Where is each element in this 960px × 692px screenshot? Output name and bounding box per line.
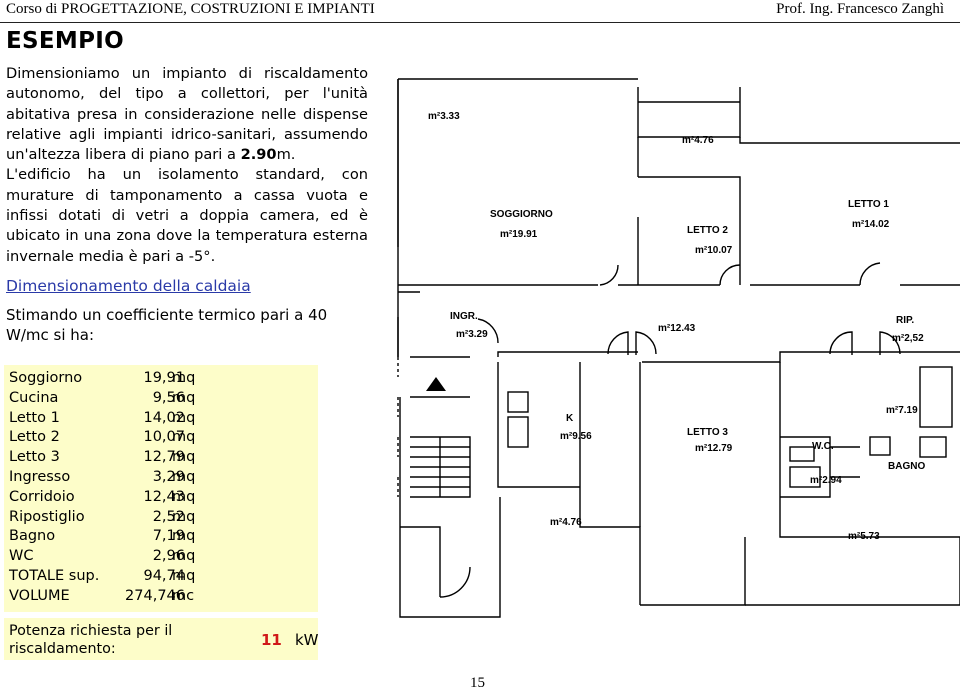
plan-balcony-2: m²5.73: [848, 531, 880, 542]
room-value: 14,02: [143, 409, 185, 426]
room-value: 2,52: [152, 508, 185, 525]
room-unit: mq: [172, 528, 196, 545]
room-name: TOTALE sup.: [9, 568, 100, 584]
room-value: 10,07: [143, 429, 185, 446]
room-name: WC: [9, 548, 34, 565]
page-number: 15: [470, 675, 485, 691]
intro-paragraph-2: L'edificio ha un isolamento standard, co…: [6, 166, 368, 265]
room-name: Letto 1: [9, 409, 60, 426]
plan-letto1: LETTO 1: [848, 199, 889, 210]
plan-wc-area: m²2.94: [810, 475, 842, 486]
intro-p1-text: Dimensioniamo un impianto di riscaldamen…: [6, 65, 368, 164]
room-value: 7,19: [152, 528, 185, 545]
plan-balcony-1: m²4.76: [550, 517, 582, 528]
section-title: Dimensionamento della caldaia: [6, 277, 251, 295]
room-value: 12,79: [143, 449, 185, 466]
room-unit: mq: [172, 449, 196, 466]
plan-soggiorno: SOGGIORNO: [490, 209, 553, 220]
plan-soggiorno-area: m²19.91: [500, 229, 538, 240]
power-value: 11: [261, 631, 282, 649]
room-unit: mq: [172, 389, 196, 406]
room-unit: mq: [172, 370, 196, 386]
plan-area-1: m²3.33: [428, 111, 460, 122]
coefficient-text: Stimando un coefficiente termico pari a …: [6, 306, 328, 344]
page-header: Corso di PROGETTAZIONE, COSTRUZIONI E IM…: [0, 0, 960, 23]
room-value: 94,74: [143, 568, 185, 584]
plan-bagno: BAGNO: [888, 461, 925, 472]
intro-text: Dimensioniamo un impianto di riscaldamen…: [6, 64, 368, 267]
intro-paragraph-1: Dimensioniamo un impianto di riscaldamen…: [6, 64, 368, 165]
plan-wc: W.C.: [812, 441, 834, 452]
room-value: 3,29: [152, 469, 185, 485]
room-name: Ingresso: [9, 469, 71, 485]
intro-p1-end: m.: [276, 146, 296, 164]
page-title: ESEMPIO: [6, 28, 124, 54]
room-unit: mq: [172, 508, 196, 525]
plan-area-2: m²4.76: [682, 135, 714, 146]
author-name: Prof. Ing. Francesco Zanghì: [776, 1, 944, 17]
room-value: 2,96: [152, 548, 185, 565]
room-name: Corridoio: [9, 488, 75, 505]
plan-letto3-area: m²12.79: [695, 443, 733, 454]
room-name: Cucina: [9, 389, 59, 406]
room-unit: mq: [172, 469, 196, 485]
course-title: Corso di PROGETTAZIONE, COSTRUZIONI E IM…: [6, 1, 375, 17]
plan-bagno-area: m²7.19: [886, 405, 918, 416]
room-unit: mq: [172, 429, 196, 446]
room-value: 12,43: [143, 488, 185, 505]
room-name: Bagno: [9, 528, 56, 545]
plan-cucina: K: [566, 413, 574, 424]
room-unit: mq: [172, 488, 196, 505]
room-unit: mq: [172, 568, 196, 584]
room-unit: mc: [172, 587, 195, 604]
room-name: VOLUME: [9, 587, 70, 604]
plan-letto1-area: m²14.02: [852, 219, 890, 230]
plan-ripostiglio: RIP.: [896, 315, 914, 326]
plan-ripostiglio-area: m²2,52: [892, 333, 924, 344]
power-unit: kW: [295, 631, 319, 649]
plan-ingresso: INGR.: [450, 311, 478, 322]
room-value: 274,746: [125, 587, 185, 604]
room-name: Letto 2: [9, 429, 60, 446]
plan-letto2: LETTO 2: [687, 225, 728, 236]
room-unit: mq: [172, 409, 196, 426]
room-name: Soggiorno: [9, 370, 83, 386]
room-name: Ripostiglio: [9, 508, 85, 525]
room-value: 9,56: [152, 389, 185, 406]
power-label: Potenza richiesta per il riscaldamento:: [9, 623, 173, 657]
power-box: Potenza richiesta per il riscaldamento: …: [4, 618, 319, 660]
room-unit: mq: [172, 548, 196, 565]
room-name: Letto 3: [9, 449, 60, 466]
plan-cucina-area: m²9.56: [560, 431, 592, 442]
floor-plan: m²3.33 m²4.76 SOGGIORNO m²19.91 LETTO 2 …: [397, 78, 960, 618]
height-value: 2.90: [240, 146, 277, 164]
room-value: 19,91: [143, 370, 185, 386]
plan-ingresso-area: m²3.29: [456, 329, 488, 340]
plan-letto2-area: m²10.07: [695, 245, 733, 256]
plan-letto3: LETTO 3: [687, 427, 728, 438]
plan-corridoio-area: m²12.43: [658, 323, 696, 334]
